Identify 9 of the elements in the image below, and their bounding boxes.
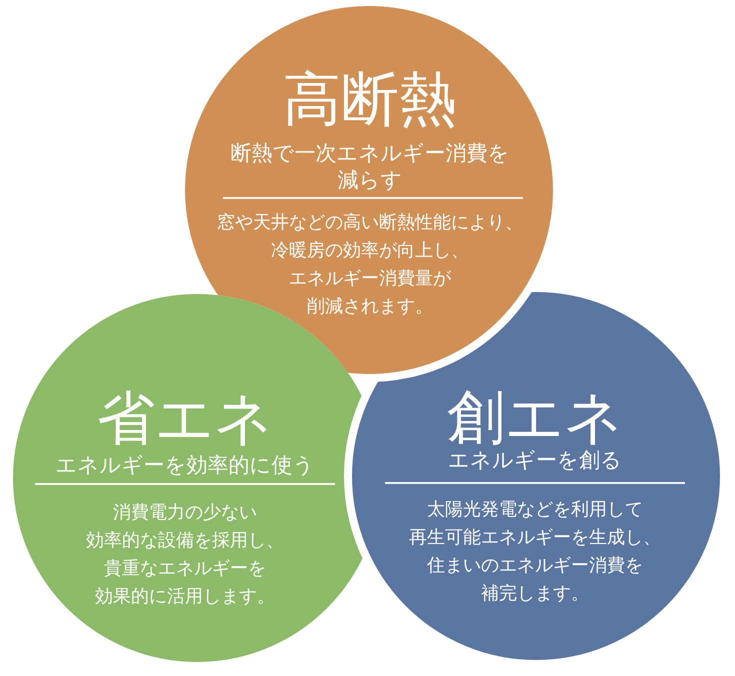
category-title: 創エネ: [447, 387, 623, 447]
tagline: 断熱で一次エネルギー消費を減らす: [230, 140, 510, 194]
tagline: エネルギーを効率的に使う: [56, 452, 314, 478]
description-text: 太陽光発電などを利用して再生可能エネルギーを生成し、住まいのエネルギー消費を補完します。: [409, 498, 661, 606]
category-title: 高断熱: [283, 69, 457, 129]
tagline: エネルギーを創る: [448, 446, 622, 474]
description-text: 窓や天井などの高い断熱性能により、冷暖房の効率が向上し、エネルギー消費量が削減されます。: [217, 211, 523, 319]
description-text: 消費電力の少ない効率的な設備を採用し、貴重なエネルギーを効果的に活用します。: [86, 501, 284, 609]
category-title: 省エネ: [97, 388, 273, 448]
